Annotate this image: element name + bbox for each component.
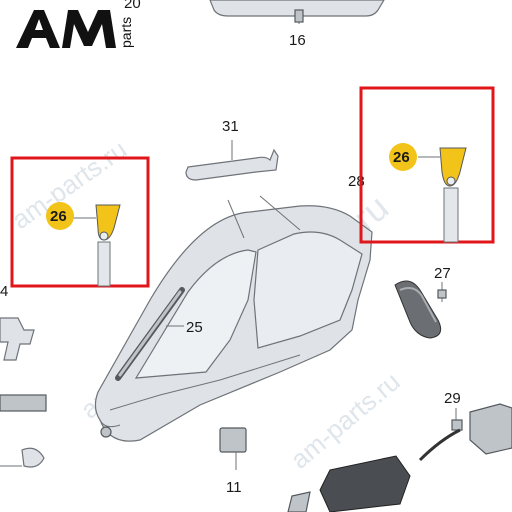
label-20: 20: [124, 0, 141, 12]
highlight-box-right: [359, 86, 495, 244]
left-clips: [0, 317, 47, 468]
logo-letter-m: [62, 10, 116, 48]
logo-side-text: parts: [118, 17, 134, 48]
side-panel-trim: [94, 195, 373, 442]
label-29: 29: [444, 390, 461, 407]
label-11: 11: [226, 479, 242, 496]
label-26-left: 26: [50, 208, 67, 225]
am-parts-logo: parts: [16, 10, 134, 48]
part-25-strut: [115, 287, 185, 381]
label-16: 16: [289, 32, 306, 49]
highlight-box-left: [10, 156, 150, 288]
part-27-cable: [394, 280, 447, 339]
callout-26-left: [46, 202, 74, 230]
label-27: 27: [434, 265, 451, 282]
label-4: 4: [0, 283, 8, 300]
part-11: [219, 427, 247, 470]
part-31-handle: [185, 140, 279, 181]
label-26-right: 26: [393, 149, 410, 166]
part-16: [209, 0, 385, 24]
logo-letter-a: [16, 10, 60, 48]
label-31: 31: [222, 118, 239, 135]
callout-26-right: [389, 143, 417, 171]
part-29-module: [287, 403, 512, 512]
label-25: 25: [186, 319, 203, 336]
